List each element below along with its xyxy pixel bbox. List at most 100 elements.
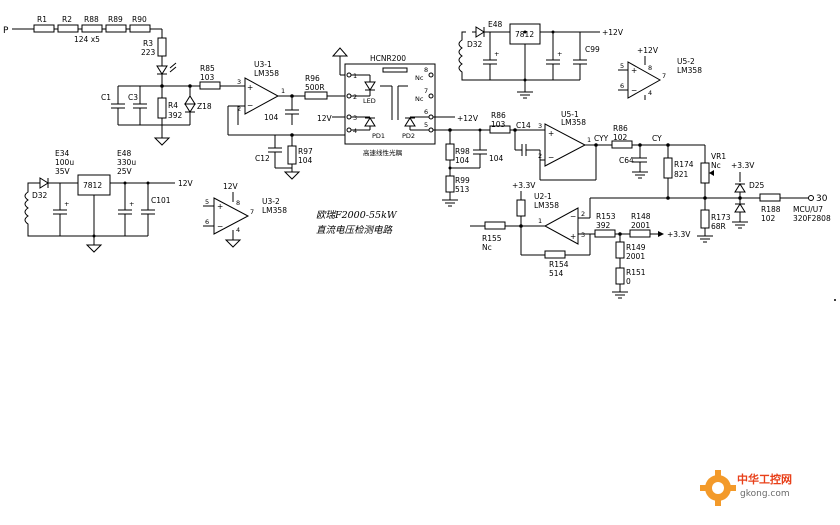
u3-2-part: LM358: [262, 206, 287, 215]
r99-value: 513: [455, 185, 470, 194]
r154-name: R154: [549, 260, 569, 269]
input-p-label: P: [3, 26, 9, 36]
r148-name: R148: [631, 212, 651, 221]
u5-2-pin8: 8: [648, 64, 652, 72]
r155-value: Nc: [482, 243, 492, 252]
c104b-label: 104: [489, 154, 504, 163]
hcnr-pin5: 5: [424, 121, 428, 129]
u5-1-pin1: 1: [587, 136, 591, 144]
u3-1-opamp: + − 3 2 1 U3-1 LM358 104 C12 R97 104: [227, 60, 345, 180]
u5-1-stage: R86 103 C14 + − 3 2 1 U5-1 LM358 CYY: [442, 110, 612, 207]
top-power-supply: E48 7812 +12V D32 + + C99: [458, 20, 624, 99]
r149-value: 2001: [626, 252, 645, 261]
r153-name: R153: [596, 212, 616, 221]
hcnr-pin6: 6: [424, 108, 428, 116]
svg-text:+: +: [64, 200, 69, 208]
r86b-value: 102: [613, 133, 628, 142]
r188-value: 102: [761, 214, 776, 223]
hcnr-12v: +12V: [457, 114, 479, 123]
u5-2-pin5: 5: [620, 62, 624, 70]
c14-label: C14: [516, 121, 531, 130]
mcu-chip: 320F2808: [793, 214, 831, 223]
cy-label: CY: [652, 134, 662, 143]
r85-value: 103: [200, 73, 215, 82]
u3-1-pin3: 3: [237, 78, 241, 86]
u5-1-name: U5-1: [561, 110, 579, 119]
e48-b-val: 330u: [117, 158, 136, 167]
u3-2-supply: 12V: [223, 182, 239, 191]
r151-value: 0: [626, 277, 631, 286]
r86-value: 103: [491, 120, 506, 129]
u5-2-supply: +12V: [637, 46, 659, 55]
r173-value: 68R: [711, 222, 726, 231]
r148-supply: +3.3V: [667, 230, 691, 239]
svg-text:+: +: [217, 202, 223, 211]
c1-label: C1: [101, 93, 111, 102]
u3-2-name: U3-2: [262, 197, 280, 206]
hcnr-pin2: 2: [353, 93, 357, 101]
u5-2-pin7: 7: [662, 72, 666, 80]
cyy-label: CYY: [594, 134, 609, 143]
u2-1-name: U2-1: [534, 192, 552, 201]
r85-name: R85: [200, 64, 215, 73]
hcnr-pin7: 7: [424, 87, 428, 95]
r99-name: R99: [455, 176, 470, 185]
u5-1-part: LM358: [561, 118, 586, 127]
svg-text:+: +: [548, 129, 554, 138]
r4-name: R4: [168, 101, 178, 110]
r173-name: R173: [711, 213, 731, 222]
u3-12v-label: 12V: [317, 114, 333, 123]
e34-v: 35V: [55, 167, 71, 176]
hcnr-pin4: 4: [353, 127, 357, 135]
e48-top-label: E48: [488, 20, 503, 29]
u3-2-pin8: 8: [236, 199, 240, 207]
r155-name: R155: [482, 234, 502, 243]
bottom-12v: 12V: [178, 179, 194, 188]
r85-resistor: R85 103: [199, 64, 221, 90]
u3-1-part: LM358: [254, 69, 279, 78]
u5-1-pin3: 3: [538, 122, 542, 130]
r149-name: R149: [626, 243, 646, 252]
hcnr-led: LED: [363, 97, 376, 105]
hcnr-nc2: Nc: [415, 95, 424, 103]
c3-label: C3: [128, 93, 138, 102]
z18-label: Z18: [197, 102, 212, 111]
u5-2-pin6: 6: [620, 82, 624, 90]
u3-2-opamp: 12V + − 5 6 7 8 4 U3-2 LM358: [203, 182, 287, 248]
svg-text:+: +: [129, 200, 134, 208]
u5-1-pin2: 2: [538, 152, 542, 160]
r148-value: 2001: [631, 221, 650, 230]
u5-2-part: LM358: [677, 66, 702, 75]
r154-value: 514: [549, 269, 564, 278]
bottom-power-supply: E34 100u 35V E48 330u 25V 7812 12V D32 +…: [24, 149, 194, 253]
hcnr-caption: 高速线性光耦: [363, 148, 403, 157]
input-resistor-chain: P R1 R2 R88 R89 R90 124 x5: [3, 15, 162, 44]
caption-line1: 欧瑞F2000-55kW: [316, 210, 398, 221]
reg-7812-bottom: 7812: [83, 181, 102, 190]
u3-2-pin5: 5: [205, 198, 209, 206]
watermark-logo: 中华工控网 gkong.com: [700, 470, 792, 506]
r90-label: R90: [132, 15, 147, 24]
u3-2-pin6: 6: [205, 218, 209, 226]
c99-label: C99: [585, 45, 600, 54]
r3-resistor: R3 223: [141, 29, 177, 86]
r2-label: R2: [62, 15, 72, 24]
r153-value: 392: [596, 221, 611, 230]
c101-label: C101: [151, 196, 171, 205]
gear-icon: [700, 470, 736, 506]
u2-1-part: LM358: [534, 201, 559, 210]
r151-name: R151: [626, 268, 646, 277]
svg-text:+: +: [631, 66, 637, 75]
r3-value: 223: [141, 48, 156, 57]
e34-name: E34: [55, 149, 70, 158]
e34-val: 100u: [55, 158, 74, 167]
d25-label: D25: [749, 181, 765, 190]
r97-name: R97: [298, 147, 313, 156]
d32-bottom: D32: [32, 191, 48, 200]
u2-1-pin2: 2: [581, 210, 585, 218]
svg-text:+: +: [570, 232, 576, 241]
u3-2-pin4: 4: [236, 226, 240, 234]
reg-7812-top: 7812: [515, 30, 534, 39]
r98-name: R98: [455, 147, 470, 156]
